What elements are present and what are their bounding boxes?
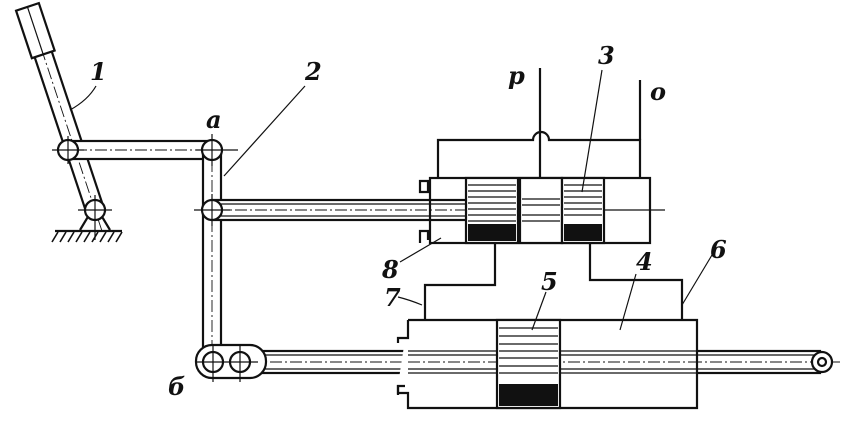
label-a: a: [206, 105, 222, 134]
leader-lines: [69, 69, 713, 331]
label-2: 2: [304, 57, 322, 86]
label-b: б: [168, 372, 185, 401]
spool-valve: [418, 68, 665, 245]
label-5: 5: [541, 267, 558, 296]
label-1: 1: [90, 57, 107, 86]
ground-support: [51, 195, 123, 243]
joint-b-plate: [194, 343, 268, 382]
label-p: p: [508, 61, 525, 90]
joint-rod: [194, 194, 230, 226]
channels-7: [423, 243, 684, 320]
label-o: o: [650, 77, 666, 106]
label-8: 8: [381, 255, 399, 284]
valve-rod: [195, 198, 469, 222]
rod-end-eye: [810, 350, 834, 374]
joint-a: [196, 134, 238, 166]
label-4: 4: [636, 247, 653, 276]
label-6: 6: [710, 235, 727, 264]
label-7: 7: [384, 283, 401, 312]
label-3: 3: [598, 41, 615, 70]
link-2: [201, 140, 223, 370]
cylinder-4: [396, 318, 699, 410]
